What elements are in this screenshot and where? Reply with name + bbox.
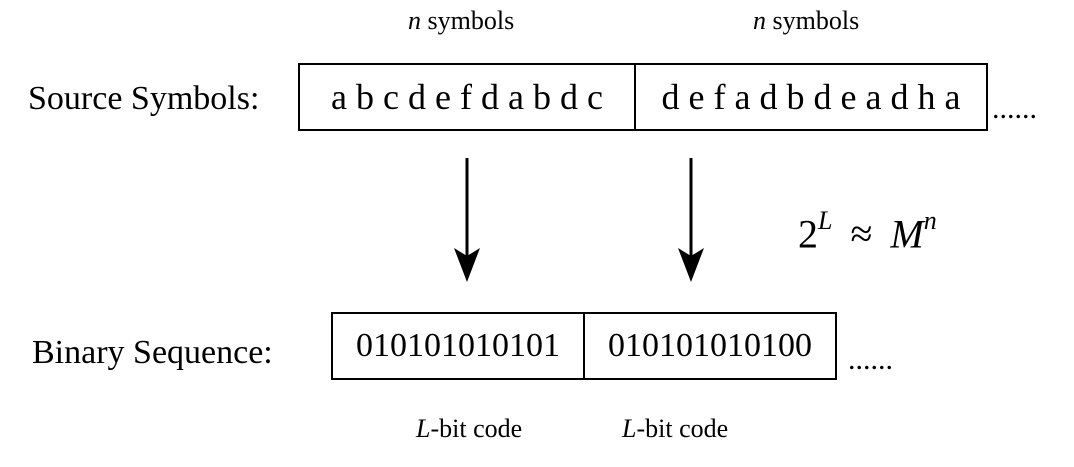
formula-op: ≈ — [850, 211, 873, 257]
formula-var: M — [890, 211, 924, 257]
binary-block-2: 010101010100 — [583, 312, 837, 380]
formula-var-exp: n — [923, 206, 937, 235]
caption-var: n — [408, 6, 421, 35]
source-block-1: a b c d e f d a b d c — [298, 63, 636, 131]
formula-base: 2 — [798, 211, 818, 257]
binary-ellipsis: ...... — [848, 343, 893, 376]
binary-sequence-label: Binary Sequence: — [32, 334, 273, 371]
binary-block-2-text: 010101010100 — [608, 327, 812, 364]
caption-n-symbols-left: n symbols — [408, 8, 514, 34]
source-symbols-label: Source Symbols: — [28, 80, 260, 117]
source-block-1-text: a b c d e f d a b d c — [331, 77, 603, 117]
source-ellipsis: ...... — [992, 92, 1037, 125]
caption-text: -bit code — [430, 414, 523, 443]
arrow-right — [678, 158, 704, 282]
caption-var: n — [753, 6, 766, 35]
binary-block-1-text: 010101010101 — [356, 327, 560, 364]
binary-block-1: 010101010101 — [331, 312, 585, 380]
caption-var: L — [416, 414, 431, 443]
formula: 2L ≈ Mn — [798, 208, 937, 257]
caption-text: -bit code — [636, 414, 729, 443]
source-block-2-text: d e f a d b d e a d h a — [661, 77, 961, 117]
caption-n-symbols-right: n symbols — [753, 8, 859, 34]
formula-exp: L — [818, 206, 833, 235]
source-block-2: d e f a d b d e a d h a — [634, 63, 988, 131]
caption-text: symbols — [421, 6, 515, 35]
caption-text: symbols — [766, 6, 860, 35]
arrow-left — [454, 158, 480, 282]
caption-l-bit-code-right: L-bit code — [622, 416, 728, 442]
caption-var: L — [622, 414, 637, 443]
caption-l-bit-code-left: L-bit code — [416, 416, 522, 442]
